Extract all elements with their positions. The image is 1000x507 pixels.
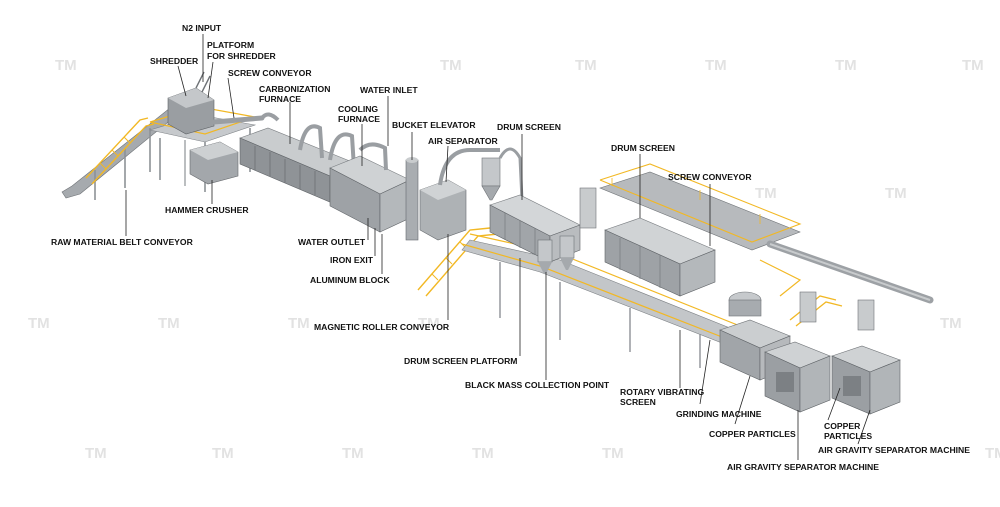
cyclone-1 xyxy=(481,147,524,201)
screw-conveyor-1 xyxy=(211,115,265,125)
label-air-separator: AIR SEPARATOR xyxy=(428,136,499,146)
watermark: TM xyxy=(472,445,494,462)
label-magnetic-roller-conveyor: MAGNETIC ROLLER CONVEYOR xyxy=(314,322,450,332)
watermark: TM xyxy=(885,185,907,202)
watermark: TM xyxy=(940,315,962,332)
raw-material-belt-conveyor xyxy=(61,107,179,200)
watermark: TM xyxy=(55,57,77,74)
label-bucket-elevator: BUCKET ELEVATOR xyxy=(392,120,476,130)
label-platform-for-shredder: PLATFORM xyxy=(207,40,254,50)
watermark: TM xyxy=(212,445,234,462)
label-copper-particles-2: COPPER xyxy=(824,421,861,431)
label-platform-for-shredder: FOR SHREDDER xyxy=(207,51,277,61)
label-cooling-furnace: FURNACE xyxy=(338,114,380,124)
label-drum-screen-2: DRUM SCREEN xyxy=(611,143,675,153)
label-air-gravity-separator-2: AIR GRAVITY SEPARATOR MACHINE xyxy=(727,462,879,472)
shredder-machine xyxy=(167,71,215,135)
label-screw-conveyor-1: SCREW CONVEYOR xyxy=(228,68,312,78)
air-gravity-separator-2 xyxy=(831,299,901,415)
label-iron-exit: IRON EXIT xyxy=(330,255,374,265)
hammer-crusher-machine xyxy=(189,141,239,185)
watermark: TM xyxy=(342,445,364,462)
watermark: TM xyxy=(158,315,180,332)
leader-lines xyxy=(125,34,871,460)
rotary-vibrating-screen xyxy=(728,291,762,317)
label-shredder: SHREDDER xyxy=(150,56,199,66)
label-carbonization-furnace: CARBONIZATION xyxy=(259,84,330,94)
label-grinding-machine: GRINDING MACHINE xyxy=(676,409,762,419)
air-gravity-separator-1 xyxy=(764,291,831,413)
label-water-inlet: WATER INLET xyxy=(360,85,418,95)
bucket-elevator xyxy=(405,157,419,241)
label-rotary-vibrating-screen: SCREEN xyxy=(620,397,656,407)
screw-conveyor-2 xyxy=(759,240,934,304)
label-copper-particles-1: COPPER PARTICLES xyxy=(709,429,796,439)
watermark: TM xyxy=(440,57,462,74)
drum-screen-2 xyxy=(604,217,716,297)
watermark: TM xyxy=(575,57,597,74)
label-rotary-vibrating-screen: ROTARY VIBRATING xyxy=(620,387,705,397)
cyclone-group xyxy=(537,187,597,274)
watermark: TM xyxy=(85,445,107,462)
label-cooling-furnace: COOLING xyxy=(338,104,378,114)
label-drum-screen-1: DRUM SCREEN xyxy=(497,122,561,132)
watermark: TM xyxy=(985,445,1000,462)
label-drum-screen-platform: DRUM SCREEN PLATFORM xyxy=(404,356,517,366)
watermark: TM xyxy=(705,57,727,74)
upper-deck xyxy=(599,163,802,251)
label-hammer-crusher: HAMMER CRUSHER xyxy=(165,205,249,215)
watermark: TM xyxy=(418,315,440,332)
label-layer: N2 INPUT PLATFORM FOR SHREDDER SHREDDER … xyxy=(51,23,970,472)
watermark: TM xyxy=(28,315,50,332)
air-separator xyxy=(419,148,500,241)
label-carbonization-furnace: FURNACE xyxy=(259,94,301,104)
label-black-mass-collection-point: BLACK MASS COLLECTION POINT xyxy=(465,380,610,390)
label-copper-particles-2: PARTICLES xyxy=(824,431,872,441)
equipment-illustration xyxy=(61,71,934,415)
watermark: TM xyxy=(602,445,624,462)
watermark: TM xyxy=(835,57,857,74)
label-raw-material-belt-conveyor: RAW MATERIAL BELT CONVEYOR xyxy=(51,237,194,247)
label-aluminum-block: ALUMINUM BLOCK xyxy=(310,275,391,285)
label-air-gravity-separator-1: AIR GRAVITY SEPARATOR MACHINE xyxy=(818,445,970,455)
cooling-furnace xyxy=(329,142,411,233)
label-water-outlet: WATER OUTLET xyxy=(298,237,366,247)
watermark: TM xyxy=(755,185,777,202)
watermark: TM xyxy=(288,315,310,332)
watermark: TM xyxy=(962,57,984,74)
label-n2-input: N2 INPUT xyxy=(182,23,222,33)
label-screw-conveyor-2: SCREW CONVEYOR xyxy=(668,172,752,182)
watermark-layer: TM TM TM TM TM TM TM TM TM TM TM TM TM T… xyxy=(28,57,1000,462)
stair-railing-1 xyxy=(417,227,499,297)
